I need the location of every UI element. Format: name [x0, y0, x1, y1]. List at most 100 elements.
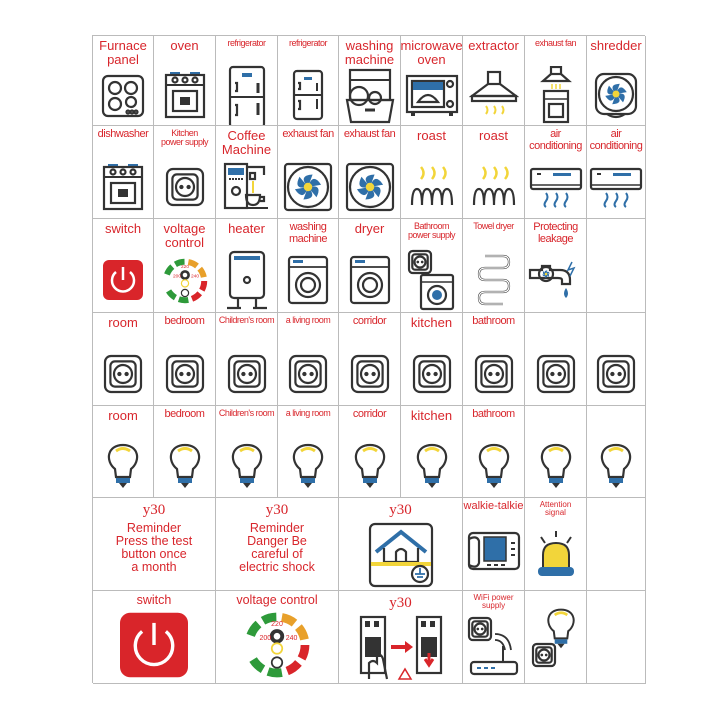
bulb-icon	[103, 435, 143, 497]
sticker-cell: dryer	[339, 219, 401, 313]
bulb-icon	[536, 435, 576, 497]
sticker-label: exhaust fan	[282, 128, 334, 140]
sticker-label: Reminder Danger Be careful of electric s…	[239, 521, 315, 575]
sticker-label: room	[108, 315, 138, 330]
sticker-label: corridor	[352, 408, 387, 420]
sticker-label: heater	[228, 221, 265, 236]
sticker-label: room	[108, 408, 138, 423]
svg-text:240: 240	[191, 273, 199, 279]
sticker-label: Coffee Machine	[221, 128, 272, 157]
sticker-cell: washing machine	[339, 36, 401, 126]
intercom-phone-icon	[467, 513, 521, 590]
sticker-label: bedroom	[164, 408, 205, 420]
bulb-icon	[412, 435, 452, 497]
sticker-cell: Attention signal	[525, 498, 587, 591]
sticker-cell: oven	[154, 36, 216, 126]
sticker-title: y30	[142, 502, 166, 518]
socket-icon	[103, 342, 143, 405]
sticker-cell: y30	[339, 498, 463, 591]
siren-icon	[533, 518, 579, 590]
socket-icon	[165, 342, 205, 405]
oven-icon	[102, 155, 144, 218]
washer-icon	[286, 248, 330, 312]
sticker-cell: Towel dryer	[463, 219, 525, 313]
svg-text:200: 200	[260, 635, 272, 642]
oven-icon	[164, 65, 206, 125]
sticker-title: y30	[389, 502, 412, 518]
air-conditioner-icon	[589, 155, 643, 218]
sticker-cell: bathroom	[463, 313, 525, 406]
sticker-cell: air conditioning	[525, 126, 587, 219]
sticker-cell: bathroom	[463, 406, 525, 498]
socket-icon	[165, 155, 205, 218]
svg-text:220: 220	[180, 263, 188, 269]
coffee-machine-icon	[222, 156, 272, 218]
sticker-cell: Coffee Machine	[216, 126, 278, 219]
power-big-icon	[118, 607, 190, 683]
socket-icon	[474, 342, 514, 405]
sticker-label: Furnace panel	[99, 38, 147, 67]
sticker-label: washing machine	[288, 221, 328, 245]
sticker-cell: WiFi power supply	[463, 591, 525, 684]
sticker-cell: exhaust fan	[525, 36, 587, 126]
heating-coil-icon	[409, 155, 455, 218]
fridge-icon	[227, 65, 267, 125]
sticker-cell: refrigerator	[278, 36, 339, 126]
sticker-label: air conditioning	[589, 128, 643, 152]
sticker-label: kitchen	[410, 315, 453, 330]
sticker-label: refrigerator	[288, 38, 328, 48]
sticker-cell: bedroom	[154, 406, 216, 498]
sticker-label: Towel dryer	[473, 221, 514, 231]
range-hood-icon	[468, 65, 519, 125]
sticker-label: Kitchen power supply	[160, 128, 209, 148]
sticker-cell: refrigerator	[216, 36, 278, 126]
fridge-small-icon	[292, 65, 324, 125]
bulb-icon	[596, 435, 636, 497]
sticker-label: oven	[170, 38, 199, 53]
sticker-label: bathroom	[472, 315, 515, 327]
sticker-cell: Furnace panel	[93, 36, 154, 126]
svg-text:240: 240	[286, 635, 298, 642]
sticker-title: y30	[265, 502, 289, 518]
house-ground-icon	[368, 519, 434, 590]
sticker-cell: switch	[93, 219, 154, 313]
sticker-label: exhaust fan	[343, 128, 396, 140]
sticker-cell: a living room	[278, 406, 339, 498]
sticker-cell: kitchen	[401, 406, 463, 498]
sticker-cell	[525, 313, 587, 406]
washer-icon	[348, 248, 392, 312]
socket-icon	[596, 342, 636, 405]
shredder-fan-icon	[593, 65, 639, 125]
sticker-label: walkie-talkie	[463, 500, 524, 512]
sticker-title: y30	[389, 595, 412, 611]
sticker-cell	[587, 219, 646, 313]
bulb-icon	[165, 435, 205, 497]
sticker-cell: heater	[216, 219, 278, 313]
socket-icon	[412, 342, 452, 405]
microwave-icon	[405, 66, 459, 125]
sticker-label: shredder	[590, 38, 642, 53]
hood-oven-icon	[539, 65, 573, 125]
sticker-label: voltage control	[163, 221, 206, 250]
sticker-label: bathroom	[472, 408, 515, 420]
sticker-cell: Bathroom power supply	[401, 219, 463, 313]
wifi-socket-icon	[467, 611, 521, 683]
sticker-cell: Children's room	[216, 406, 278, 498]
sticker-cell: switch	[93, 591, 216, 684]
sticker-label: extractor	[468, 38, 519, 53]
sticker-cell	[587, 498, 646, 591]
sticker-cell: Protecting leakage	[525, 219, 587, 313]
sticker-label: microwave oven	[401, 38, 463, 67]
sticker-label: air conditioning	[529, 128, 582, 152]
sticker-cell: dishwasher	[93, 126, 154, 219]
sticker-label: a living room	[285, 315, 331, 325]
sticker-grid: Furnace panel oven refrigerator refrigerato…	[92, 35, 646, 684]
sticker-label: washing machine	[344, 38, 395, 67]
socket-icon	[350, 342, 390, 405]
sticker-cell: corridor	[339, 406, 401, 498]
socket-washer-icon	[407, 248, 457, 312]
sticker-label: switch	[136, 593, 172, 607]
